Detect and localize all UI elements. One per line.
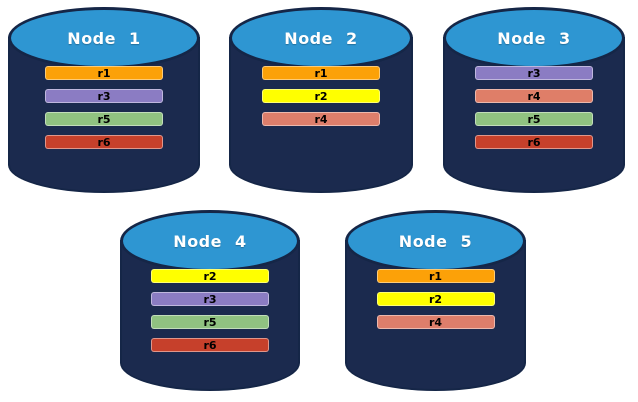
node-3-title: Node 3 (497, 28, 571, 48)
replica-bar-r5: r5 (475, 112, 593, 126)
replica-bar-r3: r3 (475, 66, 593, 80)
replica-bar-r3: r3 (151, 292, 269, 306)
replica-bar-r3: r3 (45, 89, 163, 103)
replica-bar-r4: r4 (262, 112, 380, 126)
node-2-cylinder-top: Node 2 (229, 7, 413, 69)
node-2-title: Node 2 (284, 28, 358, 48)
node-1-cylinder: Node 1 r1 r3 r5 r6 (8, 7, 200, 193)
node-1-replica-list: r1 r3 r5 r6 (45, 66, 163, 158)
replica-bar-r1: r1 (45, 66, 163, 80)
replica-bar-r2: r2 (262, 89, 380, 103)
node-4-cylinder: Node 4 r2 r3 r5 r6 (120, 210, 300, 391)
node-2-cylinder: Node 2 r1 r2 r4 (229, 7, 413, 193)
node-5-replica-list: r1 r2 r4 (376, 269, 495, 338)
replica-bar-r6: r6 (151, 338, 269, 352)
replica-bar-r1: r1 (262, 66, 380, 80)
replica-bar-r5: r5 (151, 315, 269, 329)
node-4-replica-list: r2 r3 r5 r6 (151, 269, 269, 361)
node-3-cylinder: Node 3 r3 r4 r5 r6 (443, 7, 625, 193)
node-5-cylinder-top: Node 5 (345, 210, 526, 272)
replica-bar-r5: r5 (45, 112, 163, 126)
node-1-cylinder-top: Node 1 (8, 7, 200, 69)
node-4-title: Node 4 (173, 231, 247, 251)
node-1-title: Node 1 (67, 28, 141, 48)
replica-bar-r2: r2 (151, 269, 269, 283)
replica-bar-r6: r6 (475, 135, 593, 149)
replica-bar-r2: r2 (376, 292, 495, 306)
node-5-title: Node 5 (398, 231, 473, 251)
node-2-replica-list: r1 r2 r4 (262, 66, 380, 135)
node-3-cylinder-top: Node 3 (443, 7, 625, 69)
replica-bar-r1: r1 (376, 269, 495, 283)
replica-bar-r4: r4 (475, 89, 593, 103)
replica-bar-r4: r4 (376, 315, 495, 329)
node-3-replica-list: r3 r4 r5 r6 (475, 66, 593, 158)
node-5-cylinder: Node 5 r1 r2 r4 (345, 210, 526, 391)
node-4-cylinder-top: Node 4 (120, 210, 300, 272)
replica-bar-r6: r6 (45, 135, 163, 149)
